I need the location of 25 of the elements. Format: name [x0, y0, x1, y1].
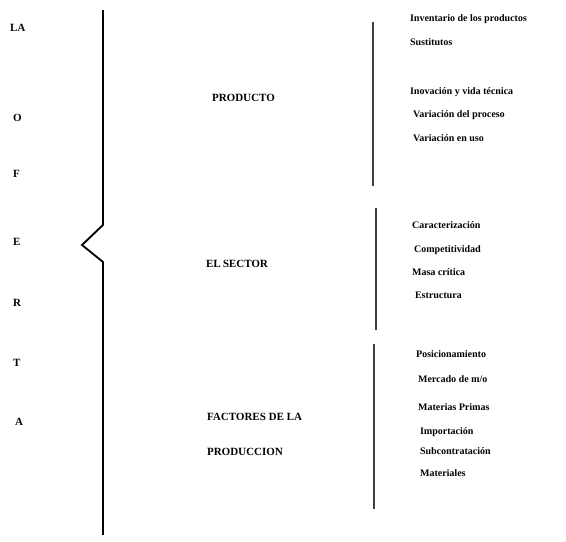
vertical-title-letter: O [13, 112, 22, 124]
item-label: Importación [420, 426, 474, 438]
item-label: Materias Primas [418, 402, 490, 414]
item-label: Competitividad [414, 244, 481, 256]
vertical-title-letter: R [13, 297, 21, 309]
item-label: Variación del proceso [413, 109, 505, 121]
item-label: Inovación y vida técnica [410, 86, 514, 98]
item-label: Masa crítica [412, 267, 466, 279]
item-label: Inventario de los productos [410, 13, 527, 25]
vertical-title-letter: LA [10, 22, 26, 34]
item-label: Variación en uso [413, 133, 484, 145]
vertical-title-letter: E [13, 236, 20, 248]
item-label: Estructura [415, 290, 462, 302]
category-label: PRODUCTO [212, 92, 275, 104]
item-label: Subcontratación [420, 446, 491, 458]
item-label: Sustitutos [410, 37, 452, 49]
category-label: FACTORES DE LA PRODUCCION [207, 410, 303, 460]
item-label: Mercado de m/o [418, 374, 488, 386]
item-label: Posicionamiento [416, 349, 486, 361]
item-label: Caracterización [412, 220, 480, 232]
vertical-title-letter: A [15, 416, 23, 428]
vertical-title-letter: F [13, 168, 20, 180]
category-label: EL SECTOR [206, 258, 268, 270]
item-label: Materiales [420, 468, 466, 480]
vertical-title-letter: T [13, 357, 20, 369]
